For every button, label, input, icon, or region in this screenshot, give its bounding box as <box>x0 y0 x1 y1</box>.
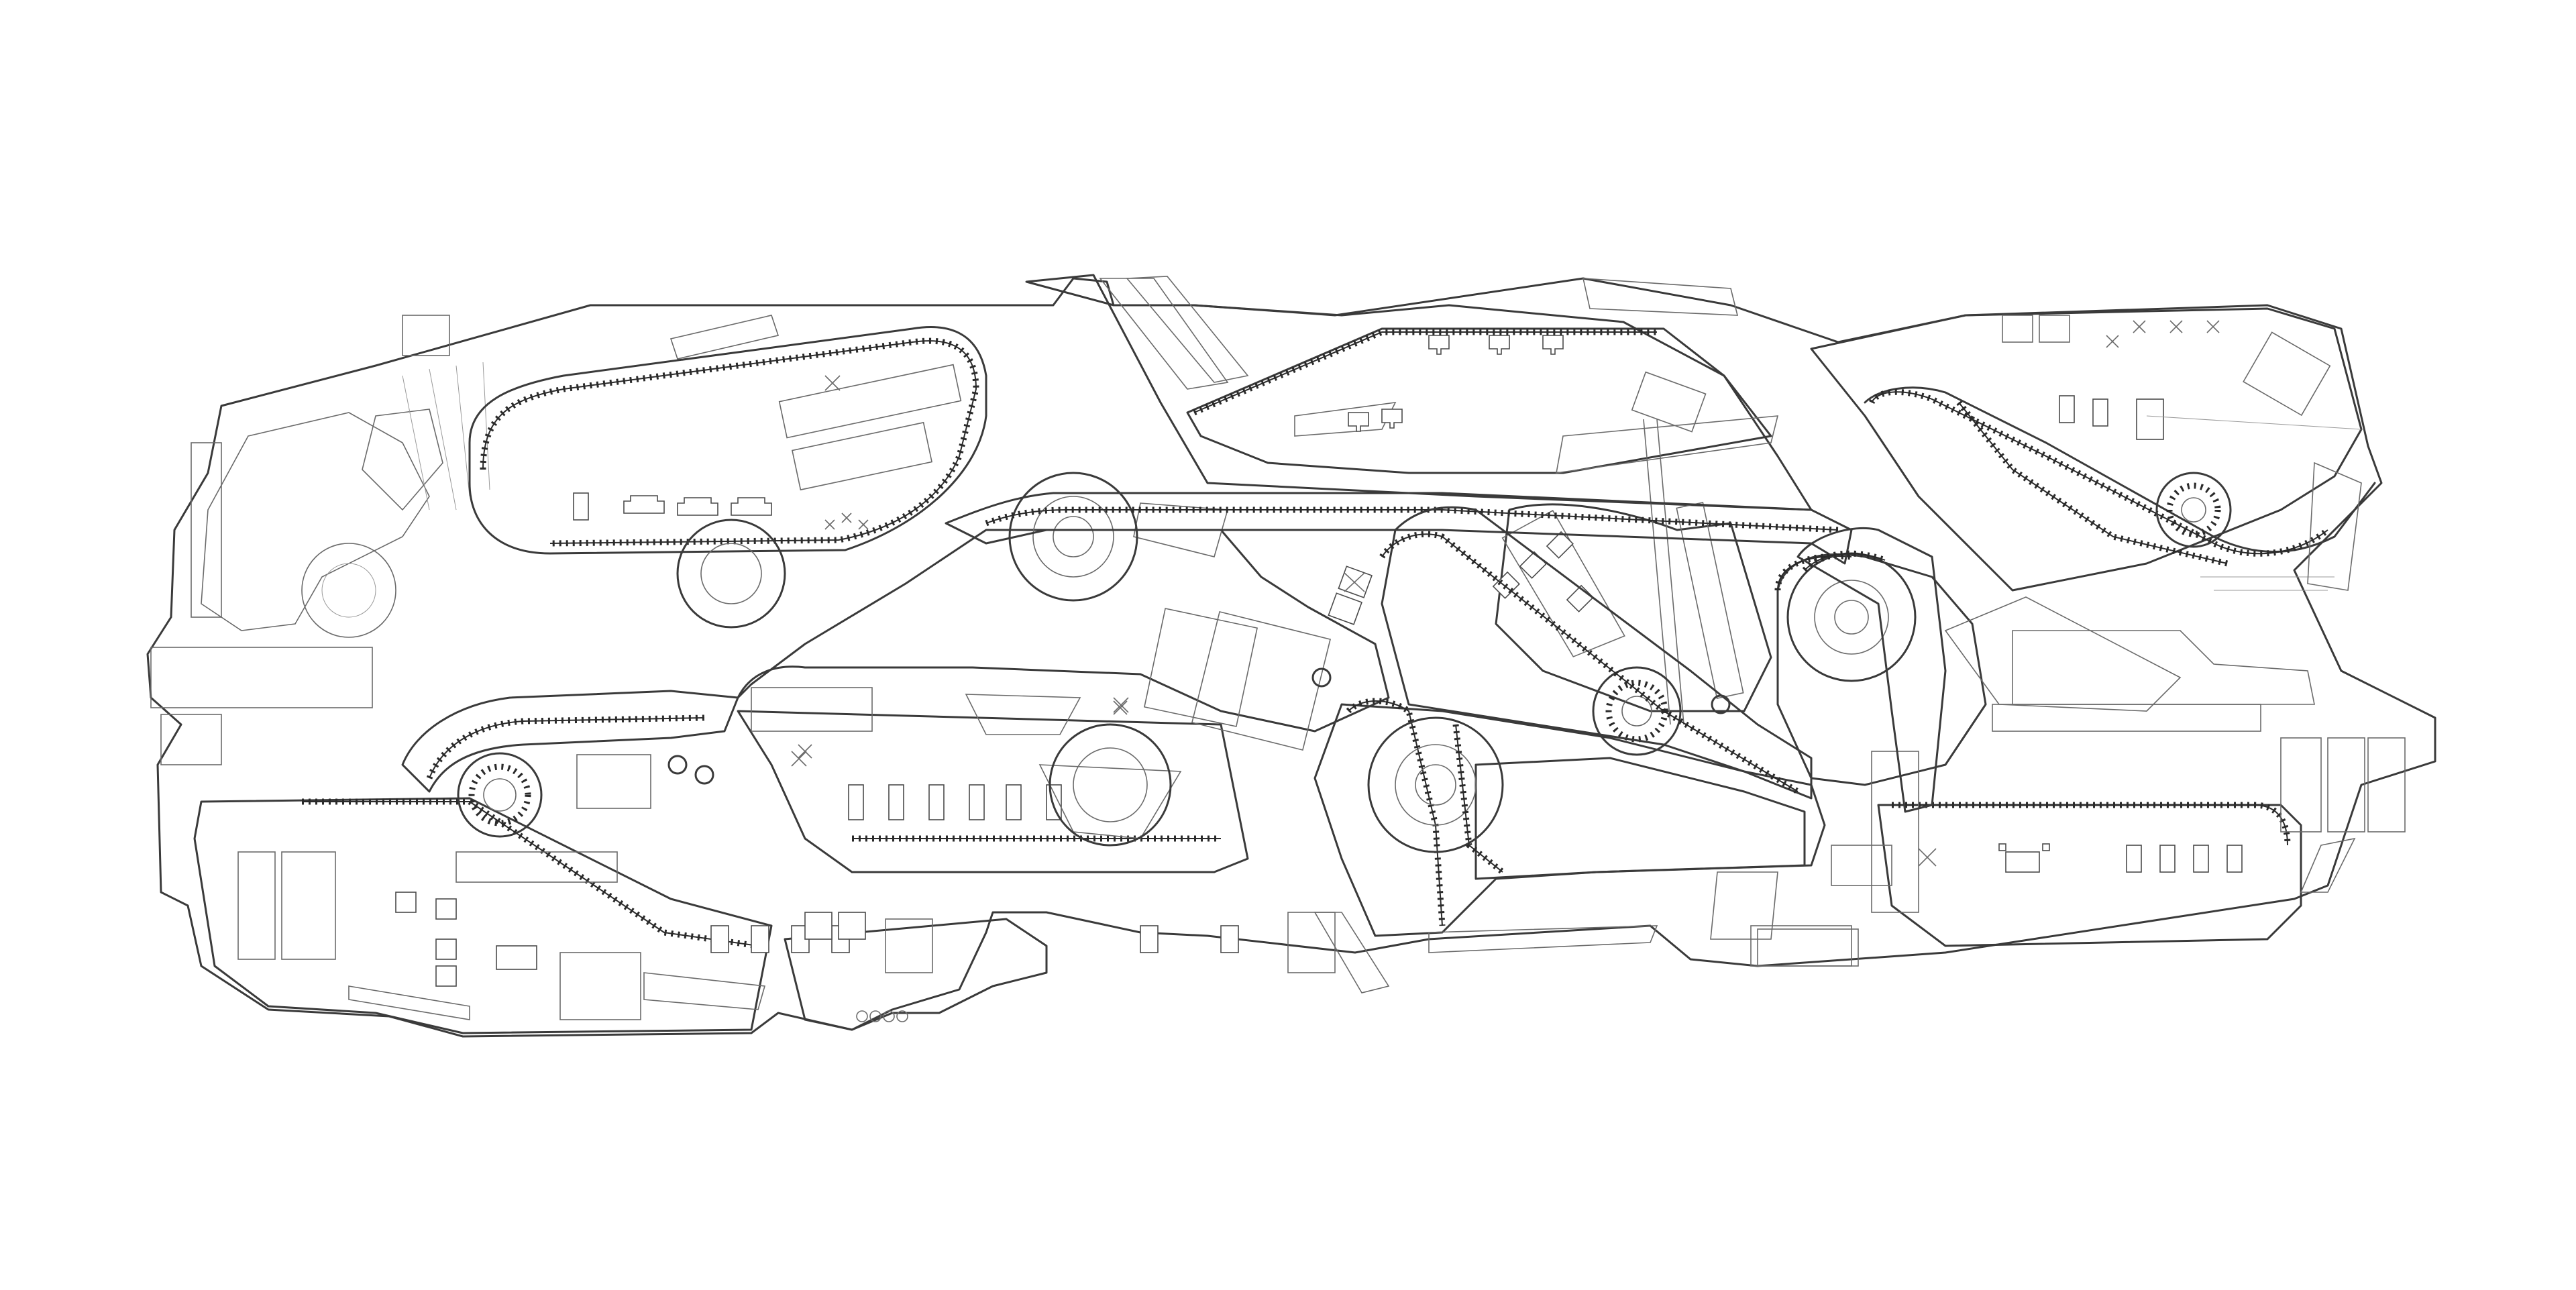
hall-grid-d <box>1143 608 1258 727</box>
ne-desks <box>2059 395 2164 440</box>
rotunda-far-west <box>301 543 396 638</box>
left-wing <box>150 315 780 1034</box>
north-east-wing <box>1810 307 2376 592</box>
ne-stair-b <box>2039 315 2070 343</box>
east-chairs <box>2126 845 2243 873</box>
rotunda-south-center <box>1049 723 1172 847</box>
building-footprint <box>146 277 2436 1038</box>
center-cross-tables <box>798 700 1128 759</box>
south-grid-a <box>885 918 933 973</box>
east-grid-b <box>2327 737 2365 832</box>
north-stair-core <box>1631 371 1707 433</box>
west-terrace-steps <box>150 647 373 708</box>
south-circle-stools <box>856 1010 908 1022</box>
atrium-desks <box>1492 531 1594 612</box>
west-office-furniture <box>395 892 866 987</box>
east-stair-long <box>1992 704 2261 732</box>
nw-cross-tables <box>824 513 869 530</box>
column-node-c <box>1311 667 1332 688</box>
east-grid-a <box>2280 737 2322 832</box>
east-wing <box>1710 553 2406 947</box>
gear-rotunda-west <box>457 752 543 838</box>
north-west-stair <box>402 315 450 356</box>
north-bleachers <box>1099 278 1229 390</box>
hall-grid-a <box>751 687 873 732</box>
east-grid-d <box>1831 845 1892 886</box>
nw-bench-tables <box>573 492 772 521</box>
gear-rotunda-north-east <box>2155 472 2232 548</box>
west-grid-room-b <box>281 851 336 960</box>
east-cross-tables <box>1918 848 1937 867</box>
gear-rotunda-center <box>1592 666 1682 756</box>
hall-grid-c <box>455 851 618 883</box>
rotundas <box>301 472 2232 853</box>
east-stair-block <box>1871 751 1919 913</box>
nw-grid-a <box>778 364 962 439</box>
atrium-stair <box>1676 502 1744 700</box>
west-entry-stair <box>160 714 222 765</box>
west-stair <box>191 442 222 618</box>
rotunda-east <box>1786 552 1917 682</box>
south-grid-b <box>1287 912 1336 973</box>
north-tables <box>1348 335 1564 432</box>
circulation-ramps <box>401 492 2315 875</box>
central-hall <box>455 375 1390 883</box>
west-grid-room-a <box>237 851 276 960</box>
hall-grid-b <box>576 754 651 809</box>
south-grid-c <box>1757 928 1859 967</box>
elevator-pair <box>1328 566 1373 625</box>
nw-grid-b <box>791 421 933 491</box>
north-west-lounge <box>468 326 987 555</box>
south-strip <box>710 912 1859 1031</box>
rotunda-north-west <box>1008 472 1138 602</box>
west-grid-room-c <box>559 952 641 1020</box>
ne-bleachers <box>2243 331 2331 417</box>
hall-cross-tables <box>791 375 1129 767</box>
rotunda-south-east <box>1367 716 1504 853</box>
north-center <box>1025 274 1813 511</box>
rotunda-west <box>676 519 786 629</box>
east-grid-c <box>2367 737 2406 832</box>
column-node-a <box>667 755 688 775</box>
east-meeting-table <box>1998 843 2050 873</box>
ne-stair-a <box>2002 315 2033 343</box>
ne-cross-tables <box>2106 320 2220 348</box>
hall-chairs <box>848 784 1062 820</box>
hall-grid-e <box>1191 610 1332 751</box>
column-node-b <box>694 765 714 785</box>
